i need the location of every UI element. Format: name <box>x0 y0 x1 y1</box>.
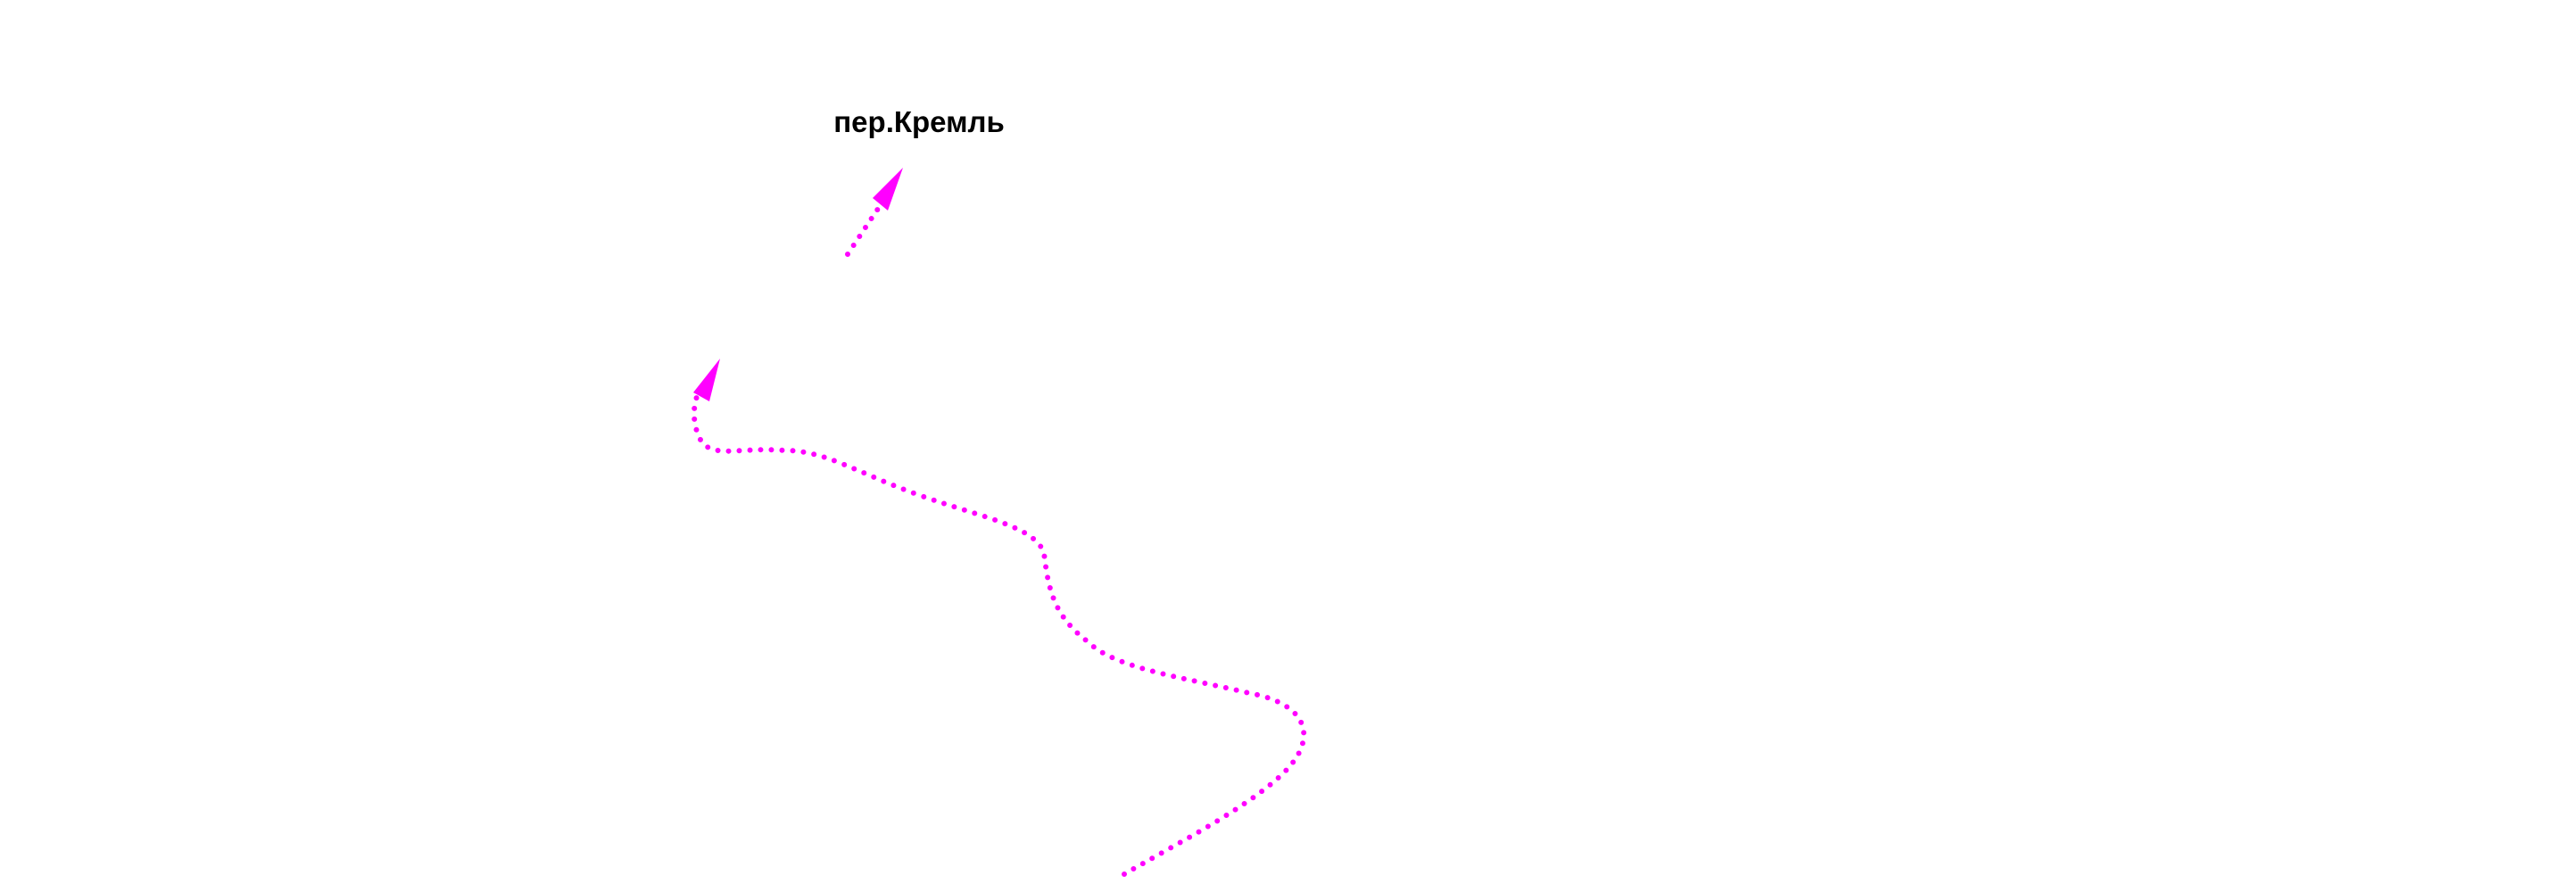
crossing-label-kremlin: пер.Кремль <box>833 105 1005 138</box>
arrow-head-icon <box>693 359 720 401</box>
arrow-head-icon <box>873 168 903 211</box>
route-main <box>691 359 1307 877</box>
route-main-line <box>691 385 1307 877</box>
route-upper <box>845 168 903 257</box>
route-upper-line <box>845 198 886 257</box>
